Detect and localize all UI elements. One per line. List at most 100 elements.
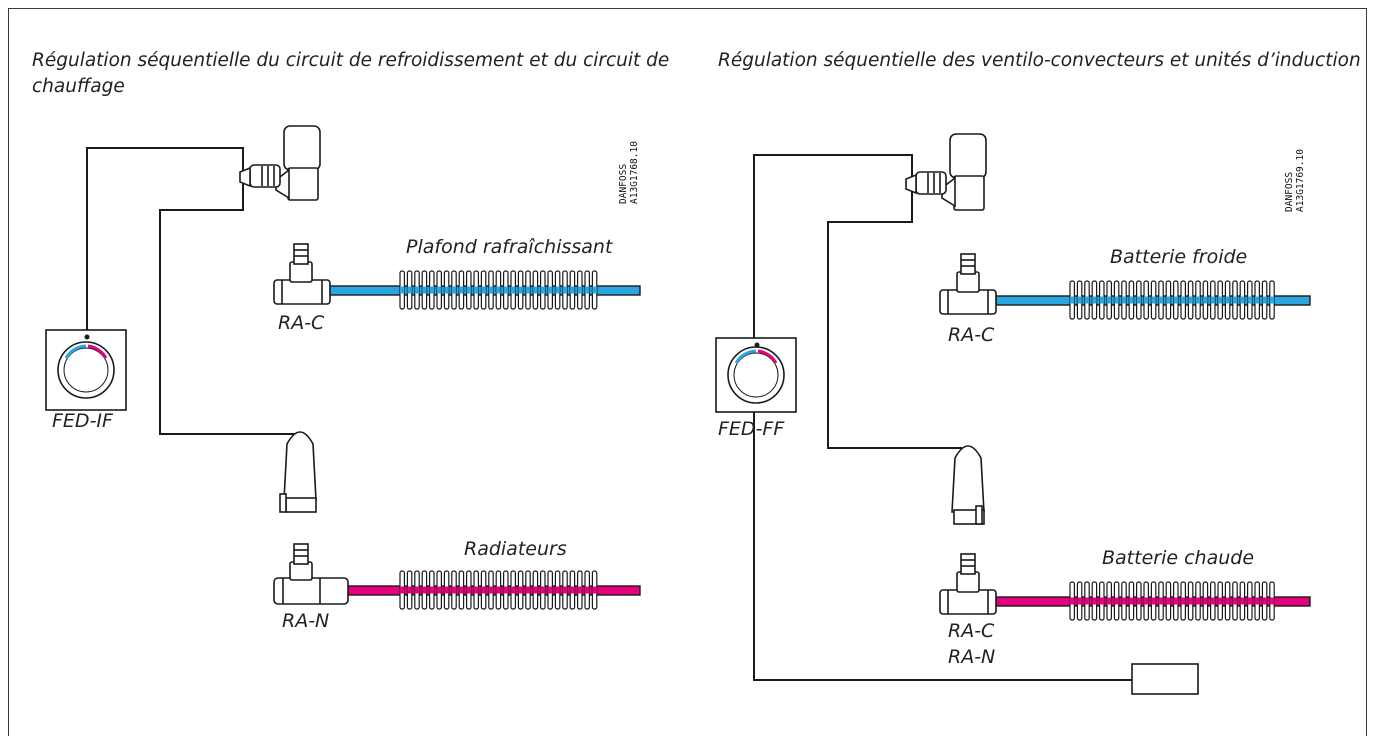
radiator-fin-core — [1225, 296, 1230, 304]
radiator-fin-core — [525, 586, 531, 594]
cooling-fins-left — [399, 270, 598, 310]
radiator-fin-core — [1203, 597, 1208, 605]
left-heating-valve-label: RA-N — [282, 610, 330, 632]
radiator-fin-core — [1107, 296, 1112, 304]
box-right — [1131, 663, 1199, 695]
radiator-fin-core — [592, 586, 597, 594]
radiator-fin-core — [414, 286, 420, 294]
radiator-fin-core — [496, 286, 501, 294]
radiator-fin-core — [1144, 296, 1149, 304]
radiator-fin-core — [562, 286, 568, 294]
radiator-fin-core — [1240, 296, 1245, 304]
radiator-fin-core — [1121, 597, 1127, 605]
radiator-fin-core — [488, 586, 494, 594]
radiator-fin-core — [533, 286, 538, 294]
radiator-fin-core — [400, 586, 405, 594]
radiator-fin-core — [1195, 296, 1201, 304]
ra-n-valve-left — [273, 543, 349, 605]
radiator-fin-core — [496, 586, 501, 594]
radiator-fin-core — [1084, 296, 1090, 304]
radiator-fin-core — [1114, 597, 1119, 605]
right-code: DANFOSS A13G1769.10 — [1284, 149, 1306, 212]
radiator-fin-core — [481, 286, 486, 294]
radiator-fin-core — [1210, 296, 1215, 304]
radiator-fin-core — [1166, 597, 1171, 605]
ra-c-valve-right — [939, 253, 997, 315]
radiator-fin-core — [429, 586, 434, 594]
left-heating-label: Radiateurs — [464, 538, 567, 560]
radiator-fin-core — [407, 286, 412, 294]
radiator-fin-core — [1084, 597, 1090, 605]
radiator-fin-core — [437, 586, 442, 594]
radiator-fin-core — [1188, 296, 1193, 304]
radiator-fin-core — [1099, 296, 1104, 304]
radiator-fin-core — [1151, 296, 1156, 304]
radiator-fin-core — [400, 286, 405, 294]
radiator-fin-core — [1114, 296, 1119, 304]
radiator-fin-core — [592, 286, 597, 294]
radiator-fin-core — [1269, 597, 1275, 605]
radiator-fin-core — [451, 586, 457, 594]
radiator-fin-core — [1129, 597, 1134, 605]
top-valve-left — [239, 125, 321, 201]
cooling-fins-right — [1069, 280, 1275, 320]
radiator-fin-core — [562, 586, 568, 594]
radiator-fin-core — [1092, 296, 1097, 304]
left-code: DANFOSS A13G1768.10 — [618, 141, 640, 204]
radiator-fin-core — [466, 286, 471, 294]
radiator-fin-core — [1173, 296, 1178, 304]
radiator-fin-core — [459, 586, 464, 594]
radiator-fin-core — [1136, 597, 1141, 605]
ra-c-valve-right-2 — [939, 553, 997, 615]
radiator-fin-core — [444, 586, 449, 594]
radiator-fin-core — [570, 586, 575, 594]
wire-right — [753, 154, 1132, 681]
top-valve-right — [905, 133, 987, 211]
radiator-fin-core — [555, 586, 560, 594]
actuator-right — [951, 445, 985, 525]
radiator-fin-core — [1218, 597, 1223, 605]
radiator-fin-core — [1107, 597, 1112, 605]
heating-fins-right — [1069, 581, 1275, 621]
radiator-fin-core — [1136, 296, 1141, 304]
radiator-fin-core — [1099, 597, 1104, 605]
right-heating-valve-label-2: RA-N — [948, 646, 996, 668]
radiator-fin-core — [1232, 597, 1238, 605]
radiator-fin-core — [540, 586, 545, 594]
diagram-frame — [8, 8, 1367, 736]
radiator-fin-core — [1262, 597, 1267, 605]
radiator-fin-core — [1232, 296, 1238, 304]
radiator-fin-core — [451, 286, 457, 294]
wire-left — [86, 147, 295, 435]
radiator-fin-core — [1121, 296, 1127, 304]
radiator-fin-core — [548, 586, 553, 594]
radiator-fin-core — [1077, 597, 1082, 605]
thermostat-right — [715, 337, 797, 413]
radiator-fin-core — [1240, 597, 1245, 605]
right-heating-valve-label-1: RA-C — [948, 620, 995, 642]
radiator-fin-core — [1225, 597, 1230, 605]
radiator-fin-core — [577, 586, 582, 594]
radiator-fin-core — [503, 286, 508, 294]
right-cooling-label: Batterie froide — [1110, 246, 1248, 268]
radiator-fin-core — [1195, 597, 1201, 605]
ra-c-valve-left — [273, 243, 331, 305]
radiator-fin-core — [1247, 597, 1252, 605]
radiator-fin-core — [444, 286, 449, 294]
radiator-fin-core — [1255, 296, 1260, 304]
radiator-fin-core — [503, 586, 508, 594]
thermostat-left — [45, 329, 127, 411]
radiator-fin-core — [1203, 296, 1208, 304]
radiator-fin-core — [1218, 296, 1223, 304]
radiator-fin-core — [422, 586, 427, 594]
radiator-fin-core — [518, 286, 523, 294]
radiator-fin-core — [422, 286, 427, 294]
radiator-fin-core — [481, 586, 486, 594]
right-cooling-valve-label: RA-C — [948, 324, 995, 346]
radiator-fin-core — [548, 286, 553, 294]
left-cooling-label: Plafond rafraîchissant — [406, 236, 613, 258]
radiator-fin-core — [518, 586, 523, 594]
radiator-fin-core — [1144, 597, 1149, 605]
radiator-fin-core — [577, 286, 582, 294]
